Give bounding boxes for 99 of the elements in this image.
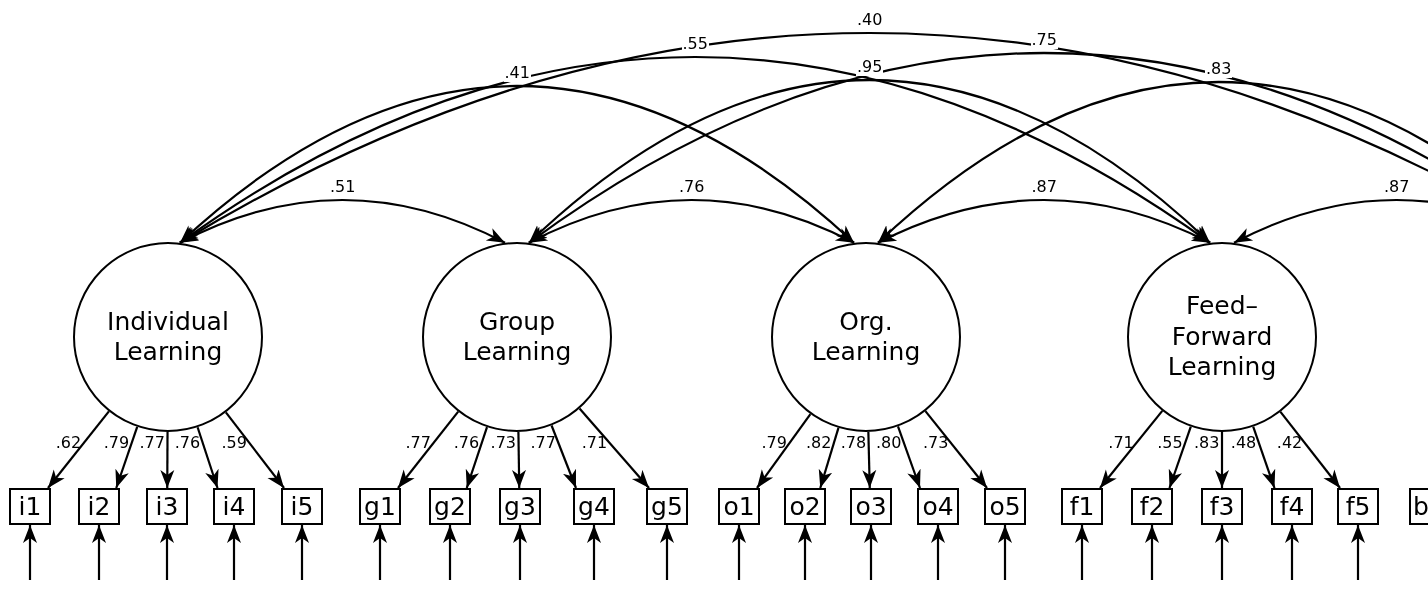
- correlation-arrow: [877, 199, 1211, 244]
- loading-arrow: [47, 410, 110, 489]
- edge-label: .71: [1108, 434, 1134, 452]
- loading-arrow: [225, 411, 285, 489]
- error-arrow: [587, 525, 601, 580]
- error-arrow: [23, 525, 37, 580]
- loading-arrow: [1099, 410, 1164, 489]
- loading-arrow: [115, 426, 139, 489]
- loading-arrow: [818, 427, 840, 489]
- edge-label: .79: [761, 434, 787, 452]
- error-arrow: [92, 525, 106, 580]
- indicator-box: g3: [499, 488, 541, 525]
- error-arrow: [513, 525, 527, 580]
- loading-arrow: [550, 425, 578, 489]
- loading-arrow: [756, 413, 812, 489]
- error-arrow: [295, 525, 309, 580]
- indicator-box: b: [1409, 488, 1428, 525]
- indicator-box: o5: [984, 488, 1026, 525]
- edge-label: .71: [581, 434, 608, 452]
- indicator-box: f4: [1271, 488, 1313, 525]
- edge-label: .76: [174, 434, 201, 452]
- error-arrow: [160, 525, 174, 580]
- error-arrow: [1351, 525, 1365, 580]
- edge-label: .78: [840, 434, 867, 452]
- error-arrow: [931, 525, 945, 580]
- correlation-arrow: [528, 79, 1211, 244]
- error-arrow: [373, 525, 387, 580]
- error-arrow: [798, 525, 812, 580]
- correlation-arrow: [179, 32, 1428, 244]
- loading-arrow: [1215, 432, 1229, 488]
- error-arrow: [1145, 525, 1159, 580]
- correlation-arrow: [179, 56, 1211, 244]
- indicator-box: o2: [784, 488, 826, 525]
- loading-arrow: [924, 410, 988, 489]
- edge-label: .73: [490, 434, 517, 452]
- error-arrow: [732, 525, 746, 580]
- indicator-box: i4: [213, 488, 255, 525]
- correlation-arrow: [1233, 199, 1428, 244]
- indicator-box: o4: [917, 488, 959, 525]
- indicator-box: i1: [9, 488, 51, 525]
- edge-label: .48: [1230, 434, 1257, 452]
- loading-arrow: [1279, 411, 1341, 489]
- indicator-box: g5: [646, 488, 688, 525]
- edge-label: .62: [55, 434, 82, 452]
- edge-label: .77: [530, 434, 556, 452]
- indicator-box: f2: [1131, 488, 1173, 525]
- error-arrow: [227, 525, 241, 580]
- loading-arrow: [862, 431, 877, 489]
- indicator-box: o3: [850, 488, 892, 525]
- loading-arrow: [512, 431, 526, 488]
- loading-arrow: [1168, 426, 1192, 489]
- edge-label: .42: [1276, 434, 1303, 452]
- edge-label: .83: [1205, 60, 1233, 78]
- indicator-box: f3: [1201, 488, 1243, 525]
- indicator-box: g4: [573, 488, 615, 525]
- error-arrow: [864, 525, 878, 580]
- latent-variable-name: Group Learning: [461, 306, 573, 368]
- indicator-box: g2: [429, 488, 471, 525]
- loading-arrow: [578, 407, 650, 489]
- correlation-arrow: [877, 81, 1428, 244]
- correlation-arrow: [528, 52, 1428, 244]
- latent-variable-name: Org. Learning: [810, 306, 922, 368]
- edge-label: .95: [856, 58, 884, 76]
- error-arrow: [1215, 525, 1229, 580]
- error-arrow: [1285, 525, 1299, 580]
- loading-arrow: [160, 432, 175, 488]
- error-arrow: [443, 525, 457, 580]
- loading-arrow: [196, 426, 219, 489]
- edge-label: .79: [103, 434, 130, 452]
- indicator-box: f1: [1061, 488, 1103, 525]
- latent-variable-name: Individual Learning: [106, 306, 230, 368]
- indicator-box: i3: [146, 488, 188, 525]
- edge-label: .55: [1157, 434, 1183, 452]
- edge-label: .83: [1194, 434, 1220, 452]
- loading-arrow: [465, 426, 489, 489]
- error-arrow: [660, 525, 674, 580]
- correlation-arrow: [179, 85, 855, 244]
- edge-label: .76: [453, 434, 480, 452]
- edge-label: .77: [139, 434, 165, 452]
- loading-arrow: [1252, 426, 1276, 489]
- correlation-arrow: [528, 199, 855, 244]
- error-arrow: [998, 525, 1012, 580]
- loading-arrow: [896, 426, 922, 489]
- indicator-box: o1: [718, 488, 760, 525]
- edge-label: .41: [503, 64, 531, 82]
- edge-label: .59: [221, 434, 247, 452]
- error-arrow: [1075, 525, 1089, 580]
- edge-label: .82: [805, 434, 832, 452]
- edge-label: .73: [922, 434, 949, 452]
- indicator-box: f5: [1337, 488, 1379, 525]
- indicator-box: i2: [78, 488, 120, 525]
- edge-label: .75: [1030, 31, 1058, 49]
- loading-arrow: [397, 410, 460, 489]
- edge-label: .55: [681, 35, 709, 53]
- indicator-box: i5: [281, 488, 323, 525]
- edge-label: .80: [875, 434, 902, 452]
- edge-label: .77: [405, 434, 431, 452]
- latent-variable-name: Feed–Forward Learning: [1166, 291, 1278, 383]
- indicator-box: g1: [359, 488, 401, 525]
